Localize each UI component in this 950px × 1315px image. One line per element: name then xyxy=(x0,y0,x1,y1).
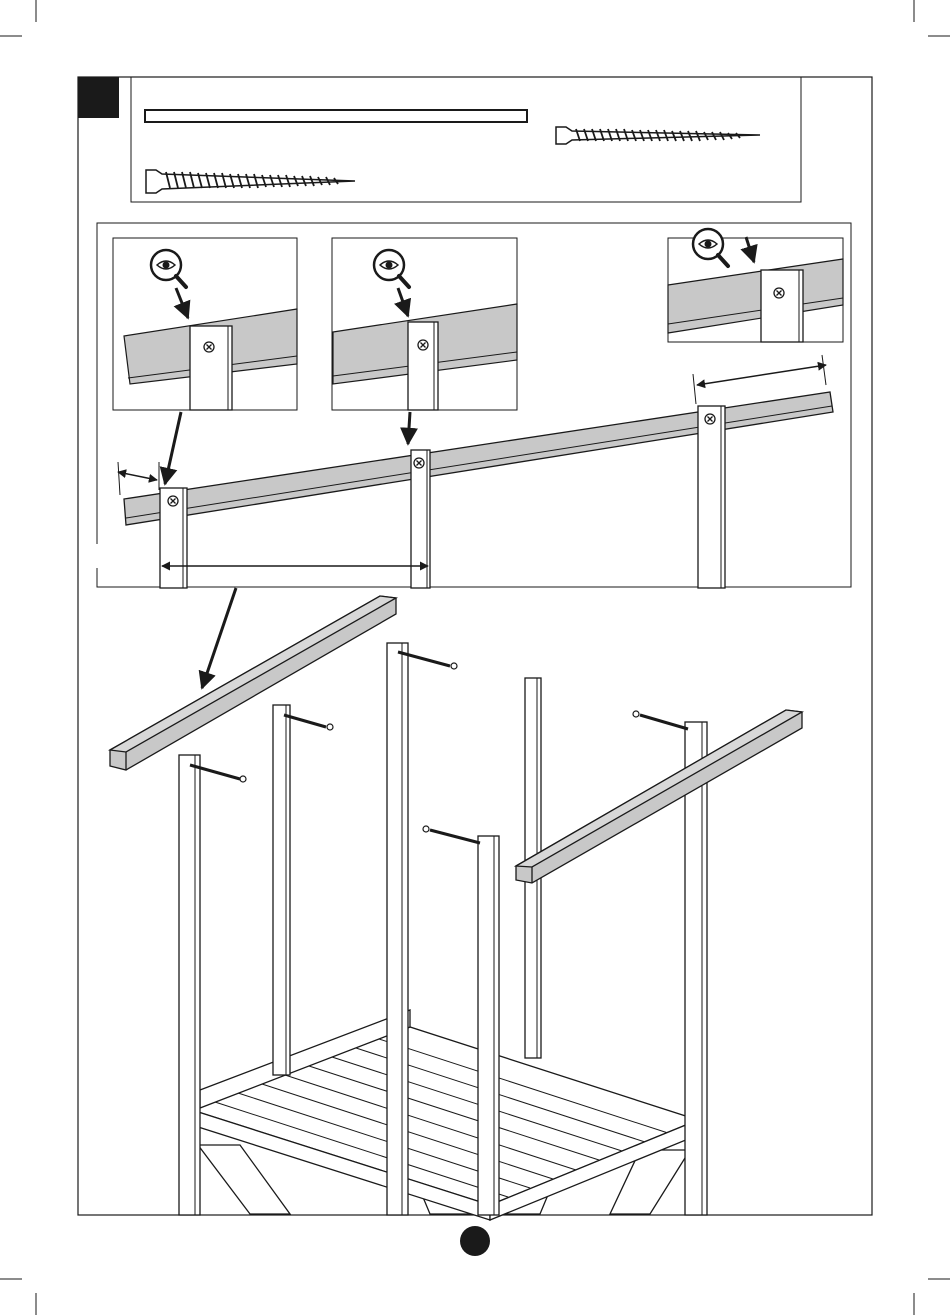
part-beam xyxy=(145,110,527,122)
detail-pointer-arrow xyxy=(202,588,236,688)
page-number-badge xyxy=(460,1226,490,1256)
parts-box xyxy=(131,77,801,202)
part-short-screw xyxy=(146,170,355,193)
platform-assembly xyxy=(110,596,802,1220)
detail-panel xyxy=(97,223,851,588)
step-badge xyxy=(78,77,119,118)
detail-beam-flush-post-3 xyxy=(668,229,843,342)
part-long-screw xyxy=(556,127,760,144)
